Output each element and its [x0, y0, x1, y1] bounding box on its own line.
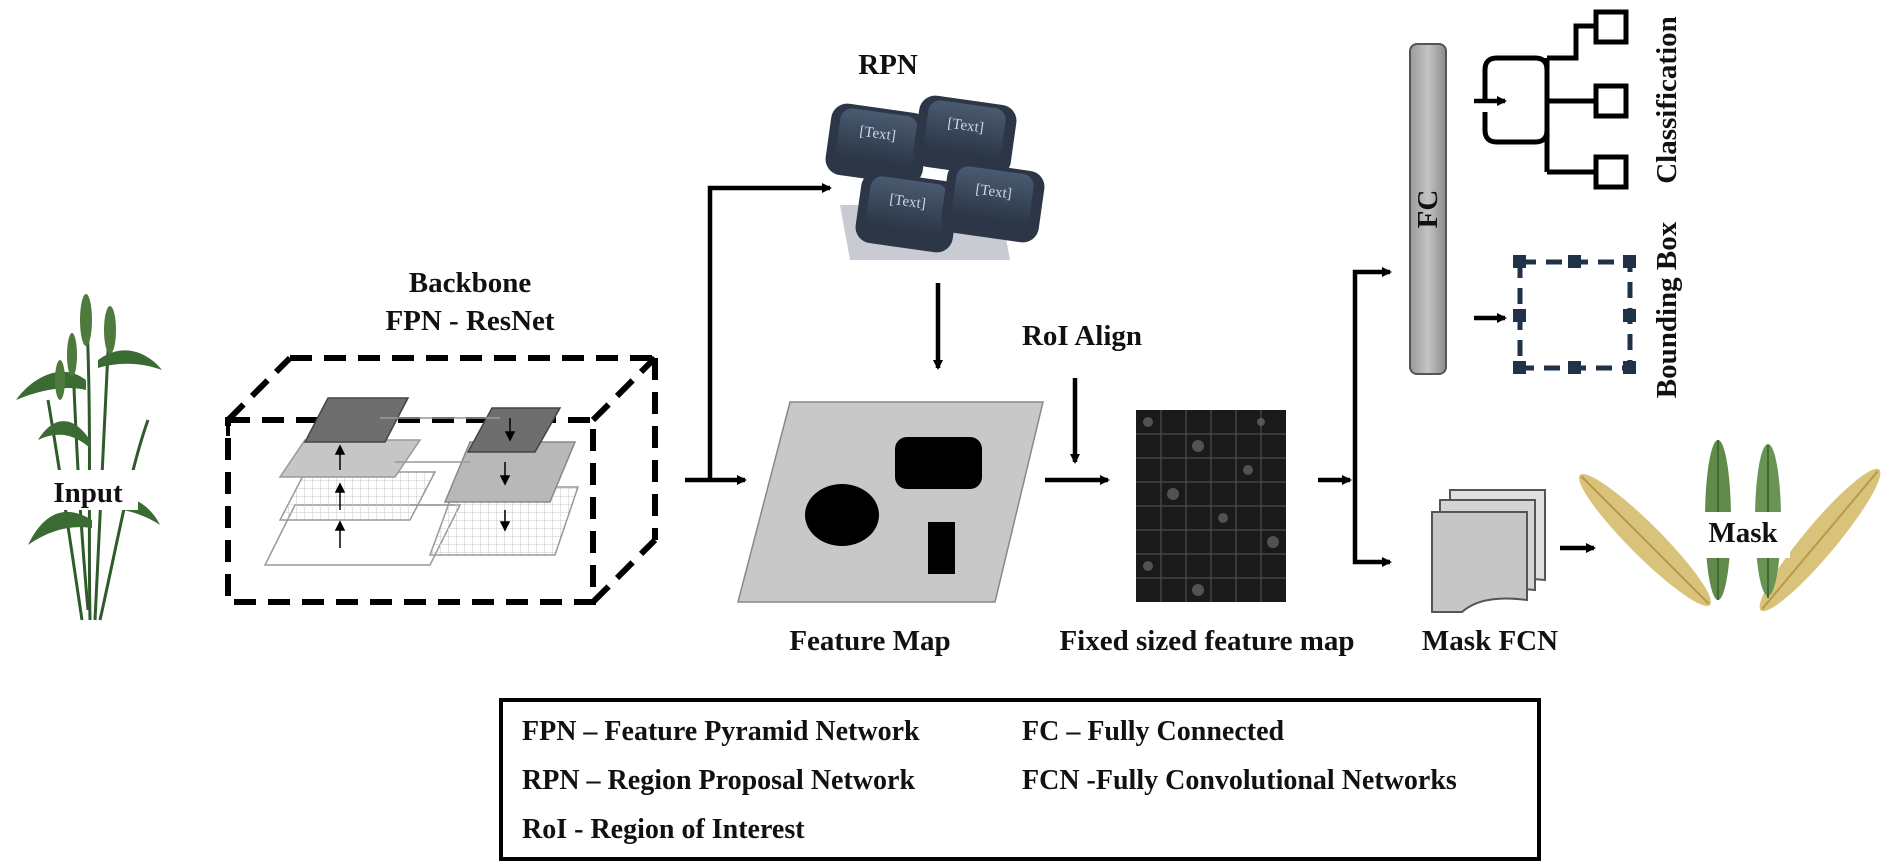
mask-fcn-label: Mask FCN — [1422, 625, 1558, 657]
rpn-key-1: [Text] — [825, 103, 929, 185]
svg-text:[Text]: [Text] — [888, 192, 926, 213]
feature-small-rect — [928, 522, 955, 574]
fpn-pyramid-left — [263, 397, 462, 566]
connector-arrows — [685, 96, 1596, 567]
feature-rounded-rect — [895, 437, 982, 489]
fpn-pyramid-right — [428, 407, 580, 556]
bounding-box-label: Bounding Box — [1651, 221, 1683, 398]
feature-map-label: Feature Map — [789, 625, 950, 657]
classification-label: Classification — [1651, 16, 1683, 184]
fpn-lateral-connections — [380, 417, 500, 506]
legend-fpn: FPN – Feature Pyramid Network — [522, 716, 920, 747]
input-label: Input — [53, 477, 123, 509]
backbone-box — [225, 355, 658, 605]
rpn-key-3: [Text] — [855, 171, 959, 253]
legend-roi: RoI - Region of Interest — [522, 814, 805, 845]
fixed-feature-map-label: Fixed sized feature map — [1059, 625, 1354, 657]
rpn-key-4: [Text] — [941, 161, 1045, 243]
bounding-box-icon — [1513, 255, 1636, 374]
input-plant-image — [16, 294, 162, 621]
feature-map — [737, 401, 1044, 603]
backbone-subtitle: FPN - ResNet — [385, 305, 554, 337]
svg-text:[Text]: [Text] — [858, 124, 896, 145]
rpn-key-2: [Text] — [913, 95, 1017, 177]
legend-fcn: FCN -Fully Convolutional Networks — [1022, 765, 1457, 796]
feature-ellipse — [805, 484, 879, 546]
svg-text:[Text]: [Text] — [974, 182, 1012, 203]
classification-icon — [1482, 9, 1629, 190]
mask-fcn-icon — [1431, 489, 1546, 613]
fc-bar — [1409, 43, 1447, 375]
mask-label: Mask — [1708, 517, 1778, 549]
mask-wheat-images — [1578, 440, 1881, 612]
svg-text:[Text]: [Text] — [946, 116, 984, 137]
rpn-keys-icon: [Text] [Text] [Text] [Text] — [825, 95, 1045, 260]
backbone-title: Backbone — [409, 267, 532, 299]
legend-fc: FC – Fully Connected — [1022, 716, 1285, 747]
fpn-up-arrows — [334, 444, 346, 548]
backbone-corner-arrow — [226, 418, 246, 436]
legend-rpn: RPN – Region Proposal Network — [522, 765, 915, 796]
legend-box — [499, 698, 1541, 861]
roi-align-label: RoI Align — [1022, 320, 1142, 352]
rpn-title: RPN — [858, 49, 918, 81]
fc-label: FC — [1412, 190, 1444, 229]
fixed-feature-map — [1136, 410, 1286, 602]
fpn-down-arrows — [499, 418, 516, 532]
